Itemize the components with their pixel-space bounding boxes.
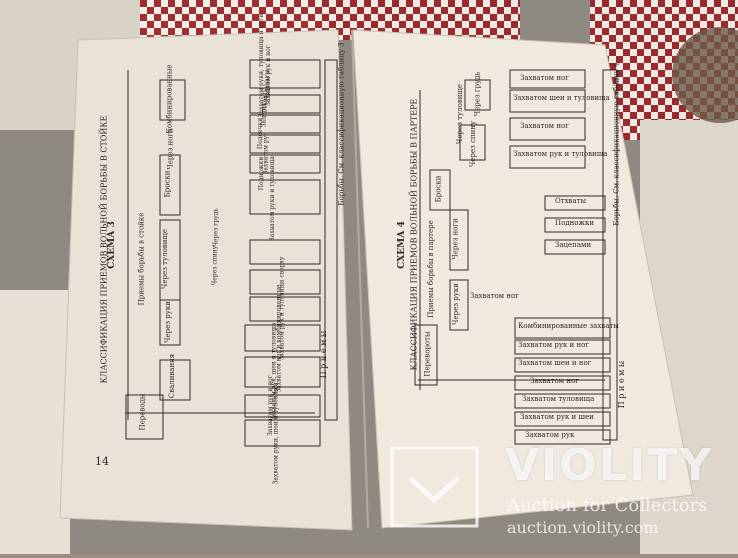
right-category-2: Через ноги [451,218,460,260]
right-sub-11: Захватом рук и туловища [513,150,608,158]
left-root-node: Приемы борьбы в стойке [137,212,146,306]
right-sub-6: Комбинированные захваты [518,322,619,330]
right-sub-0: Захватом рук [525,431,575,439]
left-footnote: Борьбы. См. классификационную таблицу 3 [337,42,346,206]
right-root-node: Приемы борьбы в партере [426,220,435,318]
left-sub-4: Через спину [211,245,219,286]
right-scheme-title: СХЕМА 4 [396,221,407,269]
left-category-5: Через ноги [166,128,175,170]
right-sub-4: Захватом шеи и ног [518,359,592,367]
watermark-brand: VIOLITY [505,440,714,491]
right-sub-2: Захватом туловища [522,395,595,403]
left-page-number: 14 [95,455,109,468]
left-category-2: Через руки [163,301,172,343]
left-scheme-subtitle: КЛАССИФИКАЦИЯ ПРИЕМОВ ВОЛЬНОЙ БОРЬБЫ В С… [99,115,109,384]
right-category-5: Через туловище [456,83,465,145]
left-category-6: Комбинированные [165,64,174,134]
left-sub-7: Захватом руки и туловища [268,156,276,241]
left-category-3: Через туловище [161,228,170,290]
right-sub-3: Захватом ног [530,377,579,385]
right-category-6: Через грудь [473,71,482,117]
left-category-0: Переводы [138,393,147,431]
right-sub-13: Захватом шеи и туловища [513,94,610,102]
right-sub-10: Отхваты [555,197,587,205]
left-sub-14: Захватом рук и ног [264,45,272,106]
left-category-4: Броски [163,170,172,198]
right-scheme-subtitle: КЛАССИФИКАЦИЯ ПРИЕМОВ ВОЛЬНОЙ БОРЬБЫ В П… [409,98,419,371]
right-category-4: Через спину [469,120,478,168]
right-bottom-label: П р и е м ы [617,360,627,409]
right-category-3: Броски [434,175,443,203]
right-sub-7: Захватом ног [470,292,519,300]
right-category-1: Через руки [451,283,460,325]
right-sub-5: Захватом рук и ног [518,341,589,349]
right-sub-12: Захватом ног [520,122,569,130]
right-footnote: Борьбы. См. классификационную таблицу 4 [612,62,621,226]
left-sub-5: Через грудь [212,208,220,247]
left-bottom-label: П р и е м ы [319,330,329,379]
right-category-0: Перевороты [423,331,432,377]
left-category-1: Сваливания [168,353,177,399]
watermark-url: auction.violity.com [507,518,659,537]
right-sub-1: Захватом рук и шеи [520,413,594,421]
right-sub-9: Подножки [555,219,594,227]
right-sub-8: Зацепами [555,241,592,249]
right-sub-14: Захватом ног [520,74,569,82]
left-sub-15: Захватом руки, туловища и ноги [258,13,266,118]
left-sub-6: Захватом рук и туловища сверху [278,256,286,361]
watermark-tagline: Auction for Collectors [507,495,708,516]
